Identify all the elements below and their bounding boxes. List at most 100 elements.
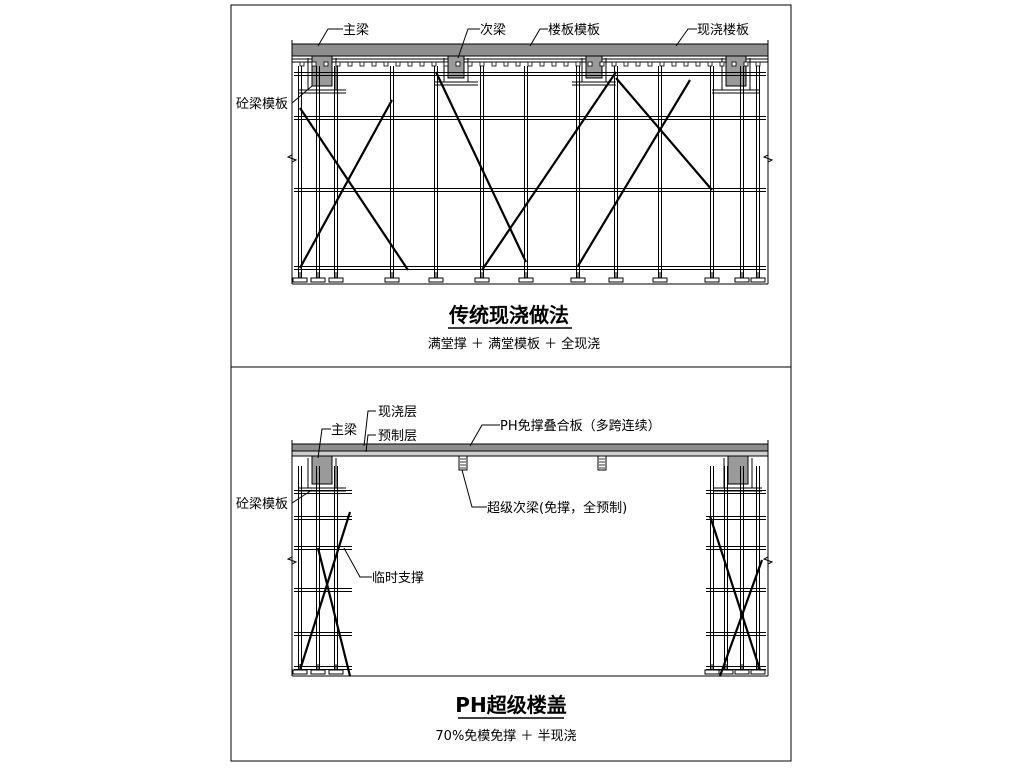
precast-layer [291, 450, 769, 457]
joist [431, 61, 437, 67]
leader-concrete-beam-formwork [291, 489, 313, 504]
joist [491, 61, 497, 67]
bottom-subtitle: 70%免模免撑 ＋ 半现浇 [435, 729, 576, 744]
joist [659, 61, 665, 67]
joist [347, 61, 353, 67]
label-temporary-support: 临时支撑 [372, 571, 424, 586]
main-beam-left [311, 455, 333, 485]
base-plate [292, 277, 308, 283]
base-plate [310, 277, 326, 283]
joist [455, 61, 461, 67]
label-concrete-beam-formwork-bottom: 砼梁模板 [236, 497, 288, 512]
label-super-secondary-beam: 超级次梁(免撑，全预制) [487, 500, 627, 516]
break-mark-right [762, 550, 774, 570]
joist [467, 61, 473, 67]
base-plate [652, 277, 668, 283]
leader-secondary-beam [457, 28, 480, 59]
joist [695, 61, 701, 67]
leader-ph-slab [469, 424, 500, 447]
joist [599, 61, 605, 67]
super-secondary-beam [458, 455, 468, 471]
joist [503, 61, 509, 67]
joist [443, 61, 449, 67]
base-plate [734, 669, 750, 675]
joist [575, 61, 581, 67]
label-ph-slab: PH免撑叠合板（多跨连续） [500, 418, 661, 434]
base-plate [310, 669, 326, 675]
joist [407, 61, 413, 67]
joist [371, 61, 377, 67]
joist [383, 61, 389, 67]
base-plate [428, 277, 444, 283]
main-beam-right [727, 455, 749, 485]
leader-cast-layer [363, 410, 376, 447]
joist [611, 61, 617, 67]
joist [539, 61, 545, 67]
joist [719, 61, 725, 67]
leader-precast-layer [365, 434, 376, 453]
diagonal-brace [435, 71, 527, 263]
base-plate [328, 669, 344, 675]
leader-concrete-beam-formwork [291, 85, 313, 104]
label-precast-layer: 预制层 [378, 429, 417, 444]
joist [335, 61, 341, 67]
joist [587, 61, 593, 67]
diagonal-brace [298, 511, 352, 671]
joist [527, 61, 533, 67]
diagonal-brace [299, 107, 409, 271]
secondary-beam [447, 55, 465, 79]
leader-main-beam [317, 28, 343, 47]
secondary-beam [585, 55, 603, 79]
leader-floor-formwork [529, 28, 548, 47]
drawing-frame [230, 4, 792, 762]
break-mark-right [762, 148, 774, 168]
base-plate [570, 277, 586, 283]
bottom-title: PH超级楼盖 [455, 693, 566, 717]
joist [683, 61, 689, 67]
top-title: 传统现浇做法 [448, 303, 569, 327]
break-mark-left [286, 148, 298, 168]
joist [671, 61, 677, 67]
label-secondary-beam: 次梁 [480, 22, 506, 38]
label-cast-layer: 现浇层 [378, 405, 417, 420]
label-concrete-beam-formwork: 砼梁模板 [236, 97, 288, 112]
joist [731, 61, 737, 67]
leader-main-beam [317, 428, 331, 459]
base-plate [608, 277, 624, 283]
ph-floor-diagram [286, 410, 774, 677]
joist [647, 61, 653, 67]
base-plate [292, 669, 308, 675]
joist [707, 61, 713, 67]
label-cast-in-place-slab: 现浇楼板 [697, 23, 749, 38]
base-plate [750, 669, 766, 675]
joist [515, 61, 521, 67]
cast-layer [291, 443, 769, 452]
joist [311, 61, 317, 67]
leader-cast-in-place-slab [675, 28, 697, 47]
diagonal-brace [708, 515, 762, 671]
base-plate [734, 277, 750, 283]
joist [323, 61, 329, 67]
base-plate [518, 277, 534, 283]
diagonal-brace [481, 71, 617, 271]
leader-super-secondary-beam [461, 469, 487, 508]
main-beam-left [311, 55, 333, 87]
joist [563, 61, 569, 67]
diagonal-brace [299, 99, 393, 269]
joist [479, 61, 485, 67]
joist [743, 61, 749, 67]
label-main-beam: 主梁 [343, 23, 369, 38]
base-plate [750, 277, 766, 283]
base-plate [704, 277, 720, 283]
joist [755, 61, 761, 67]
base-plate [384, 277, 400, 283]
joist [395, 61, 401, 67]
base-plate [328, 277, 344, 283]
joist [635, 61, 641, 67]
joist [419, 61, 425, 67]
diagonal-brace [718, 559, 764, 677]
break-mark-left [286, 550, 298, 570]
joist [299, 61, 305, 67]
base-plate [704, 669, 720, 675]
